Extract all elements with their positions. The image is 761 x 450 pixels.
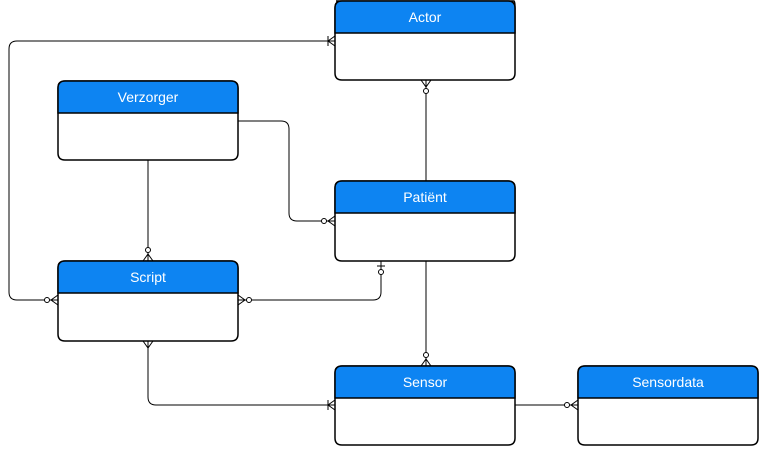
entity-script[interactable]: Script (57, 260, 239, 342)
connector-script-patient[interactable] (237, 261, 385, 306)
connector-patient-sensor[interactable] (420, 261, 432, 367)
entity-sensor-title: Sensor (403, 374, 448, 390)
connector-actor-patient[interactable] (420, 79, 432, 181)
entity-actor-title: Actor (409, 9, 442, 25)
entity-actor[interactable]: Actor (334, 0, 516, 81)
entity-sensordata[interactable]: Sensordata (577, 365, 759, 446)
connector-sensor-sensordata[interactable] (515, 399, 579, 411)
entity-verzorger[interactable]: Verzorger (57, 80, 239, 161)
connector-actor-script[interactable] (8, 35, 336, 306)
entity-sensordata-title: Sensordata (632, 374, 704, 390)
entity-patient[interactable]: Patiënt (334, 180, 516, 262)
connector-verzorger-patient[interactable] (238, 120, 336, 227)
entity-patient-title: Patiënt (403, 189, 447, 205)
connector-verzorger-script[interactable] (142, 160, 154, 262)
entity-sensor[interactable]: Sensor (334, 365, 516, 446)
connector-script-sensor[interactable] (142, 340, 336, 411)
entity-script-title: Script (130, 269, 166, 285)
entity-verzorger-title: Verzorger (118, 89, 179, 105)
